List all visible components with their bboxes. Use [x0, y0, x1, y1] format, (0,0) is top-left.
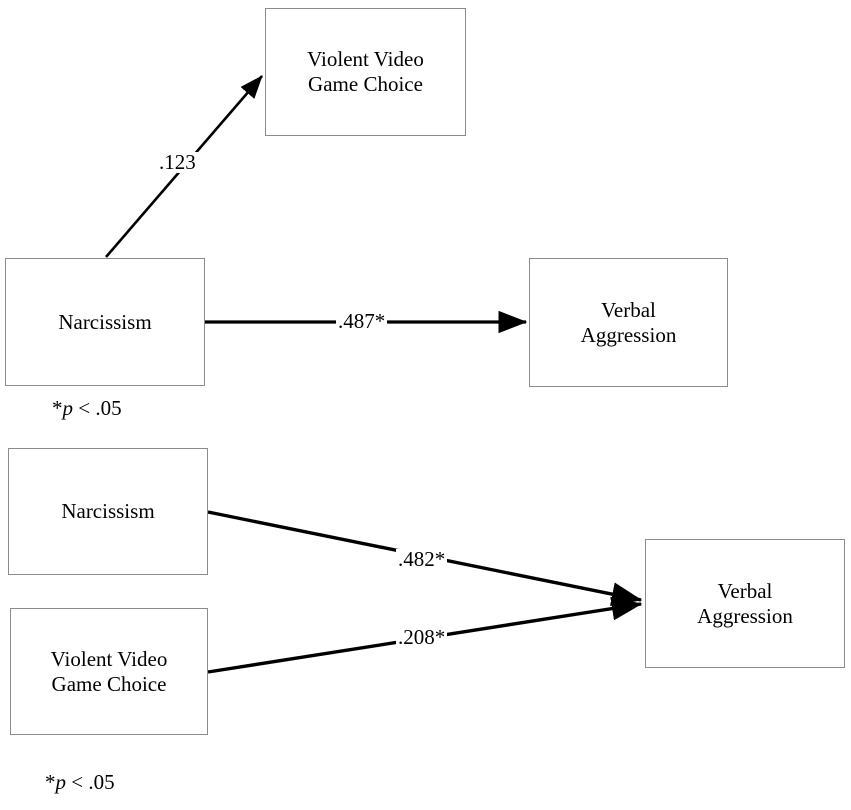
- significance-note-top: *p < .05: [52, 398, 122, 419]
- path-coefficient-narcissism-bottom-to-verbal-aggression: .482*: [396, 547, 448, 571]
- path-coefficient-narcissism-to-verbal-aggression: .487*: [336, 309, 388, 333]
- p-symbol: p: [62, 396, 74, 420]
- path-coefficient-narcissism-to-vvgc: .123: [157, 150, 198, 174]
- path-coefficient-vvgc-to-verbal-aggression: .208*: [396, 625, 448, 649]
- p-threshold: < .05: [66, 770, 115, 794]
- significance-star: *: [45, 770, 56, 794]
- p-threshold: < .05: [73, 396, 122, 420]
- node-narcissism-bottom[interactable]: Narcissism: [8, 448, 208, 575]
- node-label: Violent Video Game Choice: [50, 646, 168, 696]
- node-verbal-aggression-bottom[interactable]: Verbal Aggression: [645, 539, 845, 668]
- node-narcissism-top[interactable]: Narcissism: [5, 258, 205, 386]
- significance-note-bottom: *p < .05: [45, 772, 115, 793]
- node-violent-video-game-choice-bottom[interactable]: Violent Video Game Choice: [10, 608, 208, 735]
- p-symbol: p: [55, 770, 67, 794]
- node-label: Verbal Aggression: [697, 578, 793, 628]
- significance-star: *: [52, 396, 63, 420]
- node-label: Violent Video Game Choice: [307, 47, 424, 96]
- node-verbal-aggression-top[interactable]: Verbal Aggression: [529, 258, 728, 387]
- node-label: Narcissism: [61, 499, 155, 524]
- node-label: Verbal Aggression: [580, 297, 677, 347]
- node-label: Narcissism: [58, 309, 152, 334]
- node-violent-video-game-choice-top[interactable]: Violent Video Game Choice: [265, 8, 466, 136]
